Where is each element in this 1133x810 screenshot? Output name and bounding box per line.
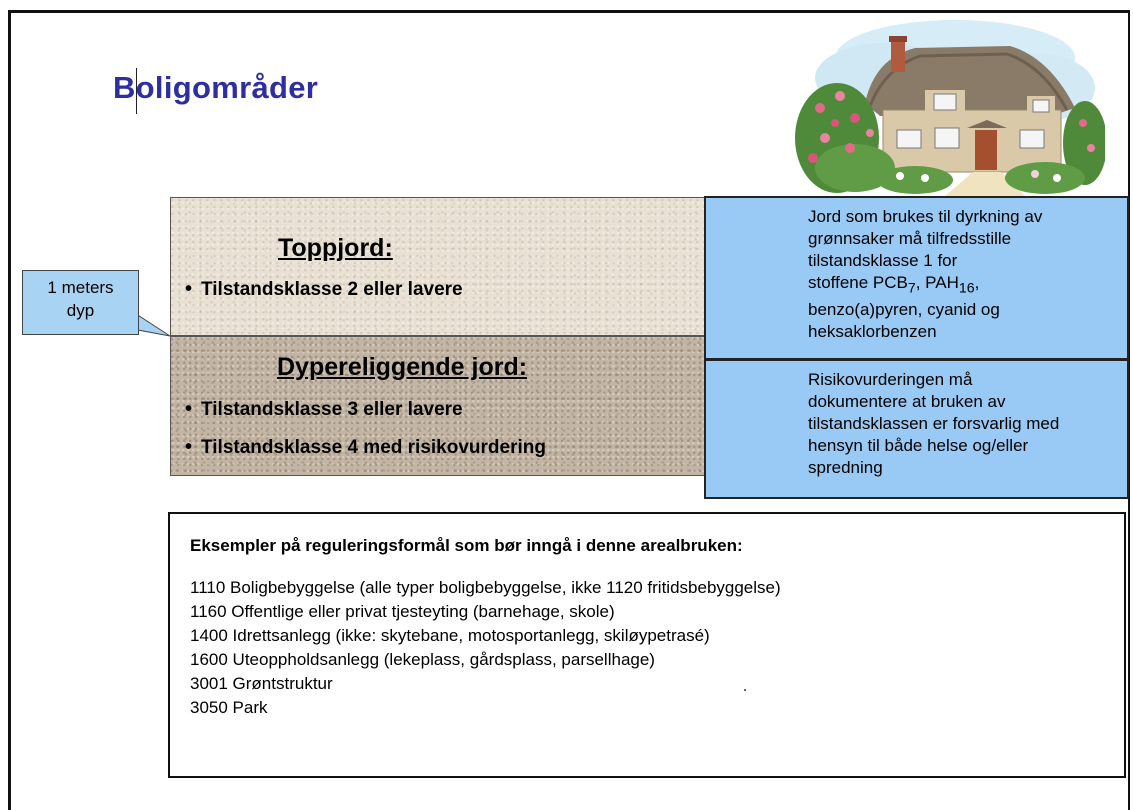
topsoil-bullet: •Tilstandsklasse 2 eller lavere bbox=[185, 278, 463, 300]
note-line: tilstandsklassen er forsvarlig med bbox=[808, 414, 1060, 433]
note-line: stoffene PCB7, PAH16, bbox=[808, 273, 980, 297]
stray-mark bbox=[744, 689, 746, 691]
note-line: hensyn til både helse og/eller bbox=[808, 436, 1029, 455]
vegetable-soil-note: Jord som brukes til dyrkning av grønnsak… bbox=[704, 196, 1129, 360]
subsoil-bullet-2: •Tilstandsklasse 4 med risikovurdering bbox=[185, 436, 546, 458]
depth-callout: 1 meters dyp bbox=[22, 270, 139, 335]
topsoil-heading: Toppjord: bbox=[278, 234, 393, 262]
list-item: 1110 Boligbebyggelse (alle typer boligbe… bbox=[190, 578, 781, 597]
bullet-icon: • bbox=[185, 278, 193, 300]
subsoil-box: Dypereliggende jord: •Tilstandsklasse 3 … bbox=[170, 336, 705, 476]
note-line: dokumentere at bruken av bbox=[808, 392, 1006, 411]
slide-frame bbox=[8, 10, 1130, 810]
note-line: heksaklorbenzen bbox=[808, 322, 937, 342]
subsoil-heading: Dypereliggende jord: bbox=[277, 353, 528, 381]
note-line: Risikovurderingen må bbox=[808, 370, 973, 389]
bullet-icon: • bbox=[185, 436, 193, 458]
examples-list: 1110 Boligbebyggelse (alle typer boligbe… bbox=[190, 576, 781, 720]
depth-callout-label: 1 meters dyp bbox=[47, 278, 114, 320]
note-line: benzo(a)pyren, cyanid og bbox=[808, 300, 1000, 320]
text-cursor bbox=[136, 68, 137, 114]
note-line: Jord som brukes til dyrkning av bbox=[808, 207, 1043, 226]
list-item: 1400 Idrettsanlegg (ikke: skytebane, mot… bbox=[190, 626, 710, 645]
bullet-icon: • bbox=[185, 398, 193, 420]
subsoil-bullet-1: •Tilstandsklasse 3 eller lavere bbox=[185, 398, 463, 420]
page-title: Boligområder bbox=[113, 70, 319, 105]
list-item: 1160 Offentlige eller privat tjesteyting… bbox=[190, 602, 615, 621]
cottage-illustration bbox=[795, 20, 1105, 196]
topsoil-box: Toppjord: •Tilstandsklasse 2 eller laver… bbox=[170, 197, 705, 336]
list-item: 1600 Uteoppholdsanlegg (lekeplass, gårds… bbox=[190, 650, 655, 669]
list-item: 3001 Grøntstruktur bbox=[190, 674, 333, 693]
examples-heading: Eksempler på reguleringsformål som bør i… bbox=[190, 536, 743, 555]
risk-assessment-note: Risikovurderingen må dokumentere at bruk… bbox=[704, 359, 1129, 499]
list-item: 3050 Park bbox=[190, 698, 268, 717]
note-line: tilstandsklasse 1 for bbox=[808, 251, 958, 270]
note-line: spredning bbox=[808, 458, 883, 477]
examples-box: Eksempler på reguleringsformål som bør i… bbox=[168, 512, 1126, 778]
note-line: grønnsaker må tilfredsstille bbox=[808, 229, 1012, 248]
